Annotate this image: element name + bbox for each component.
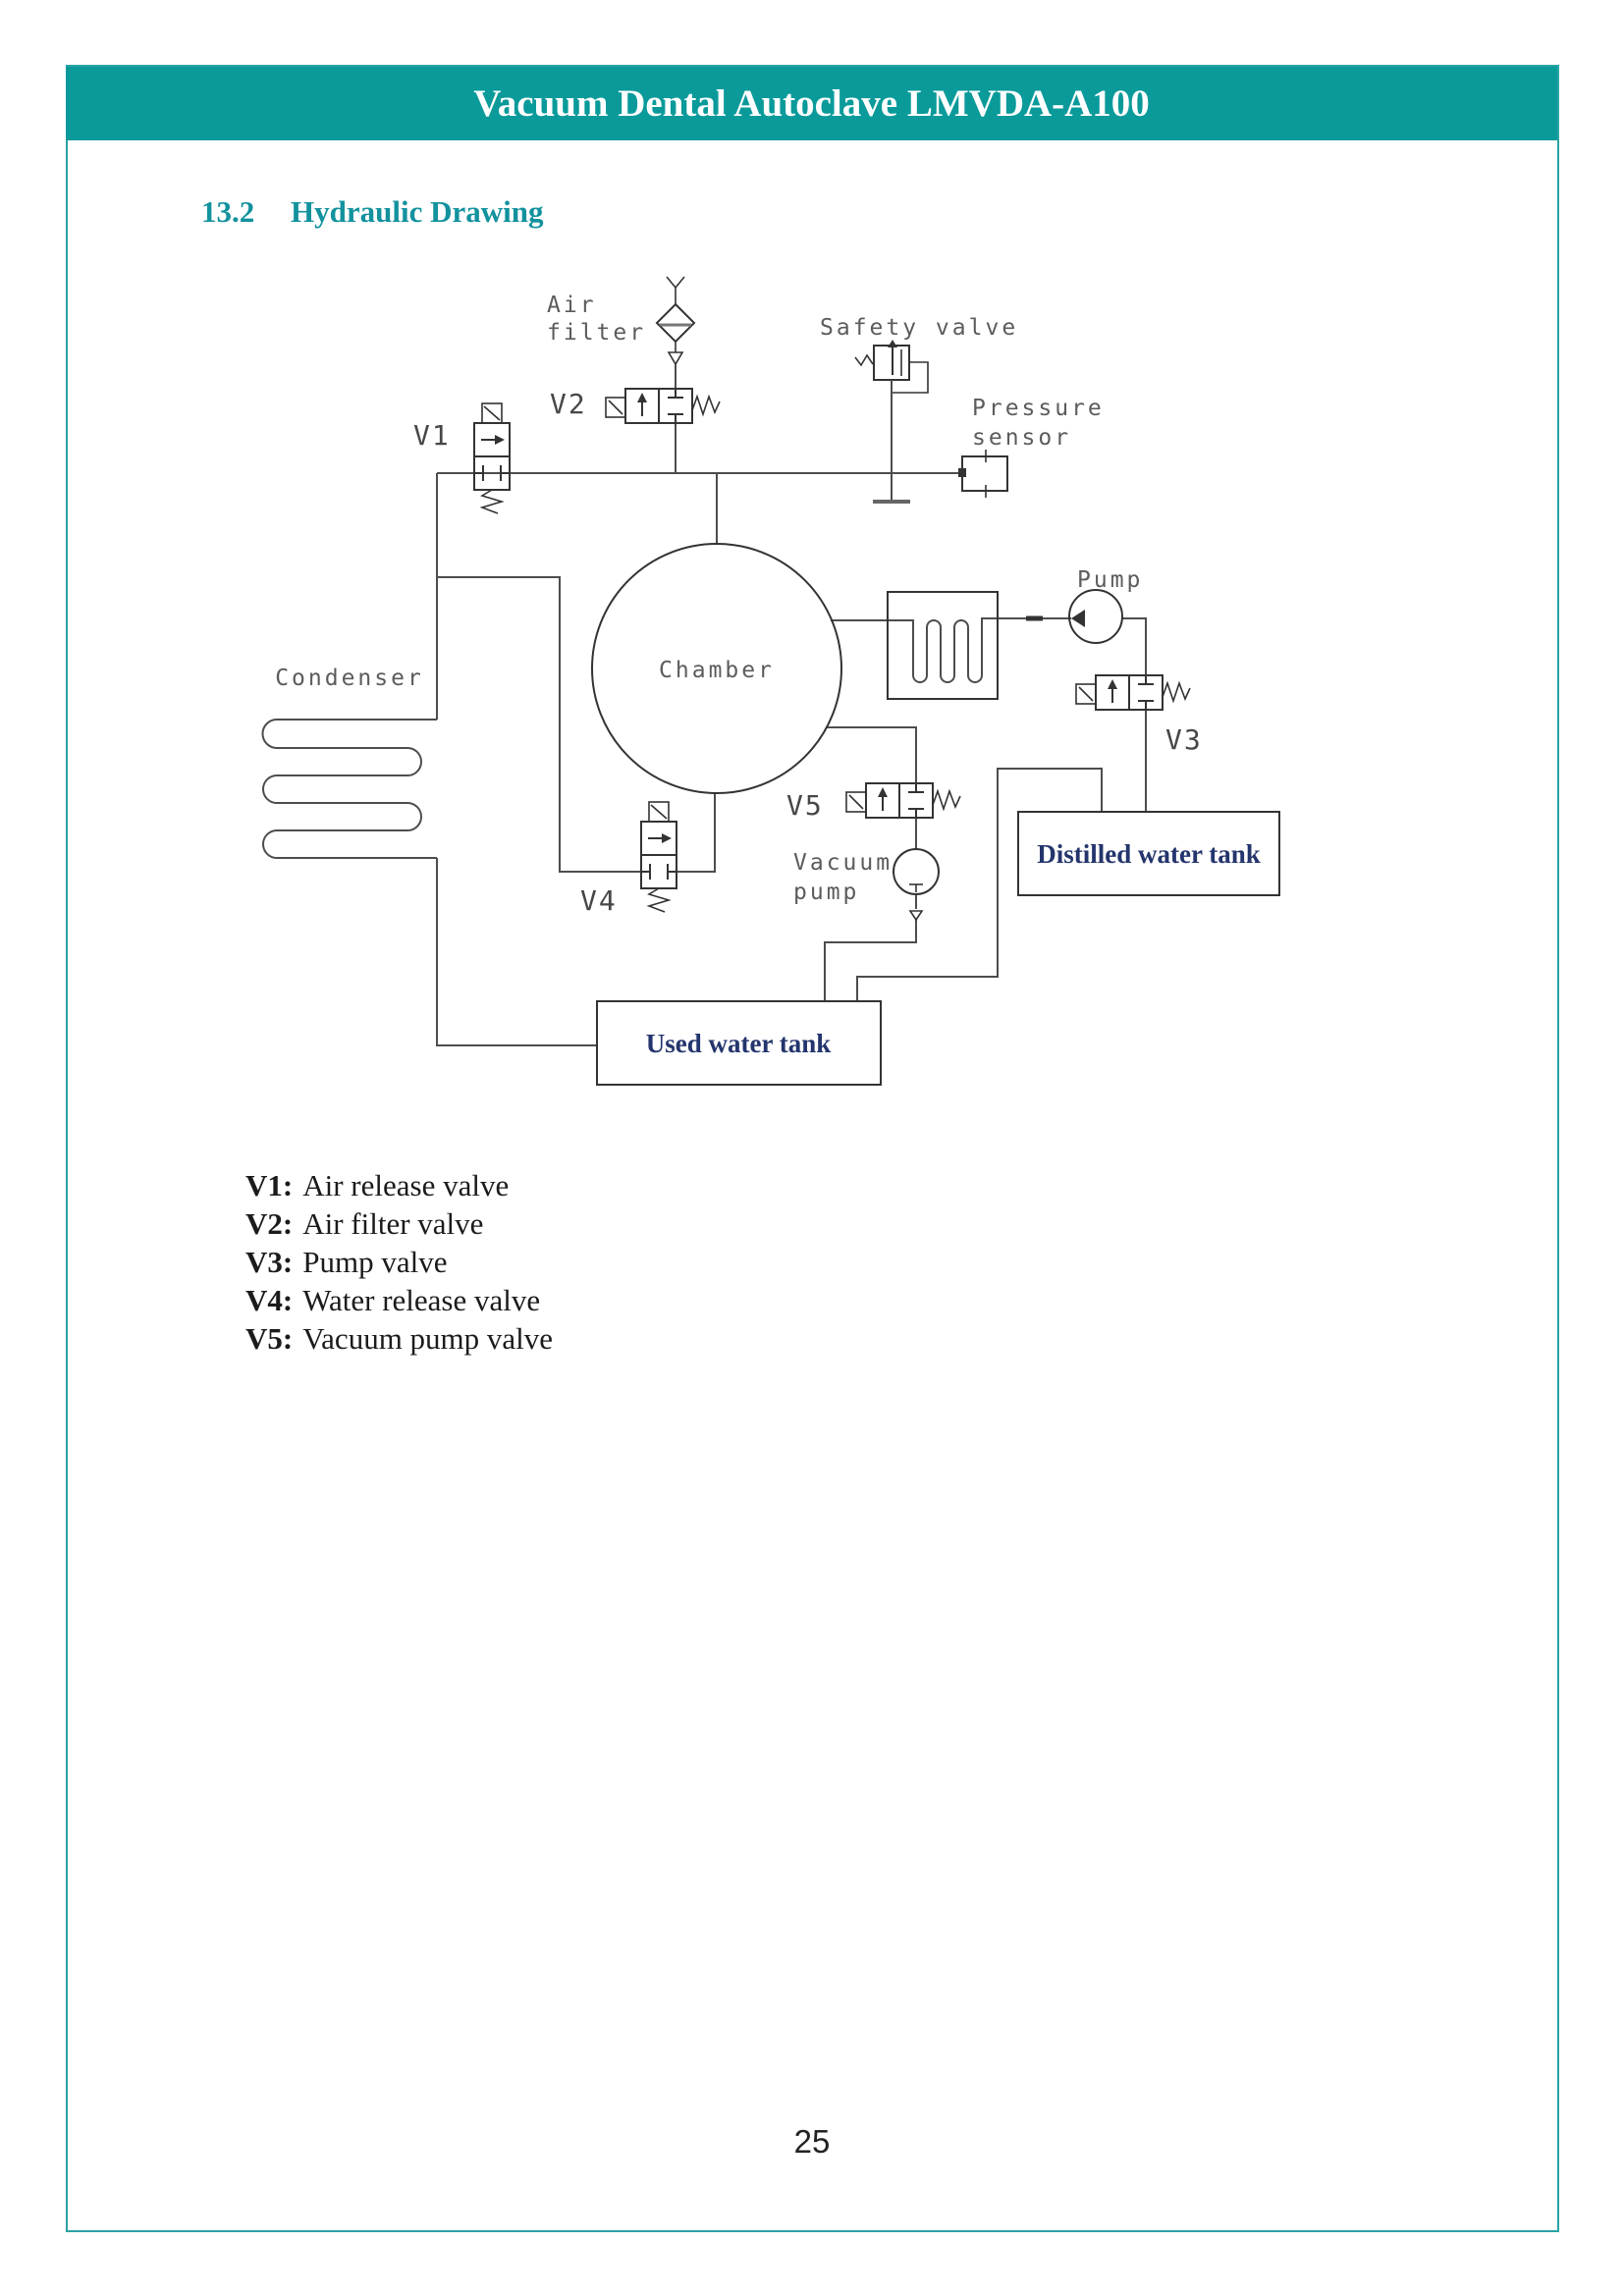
pump-symbol (1026, 589, 1123, 644)
chamber-vessel (591, 543, 842, 794)
used-water-tank-label: Used water tank (646, 1029, 832, 1058)
legend-key: V4: (245, 1283, 294, 1317)
vacuum-pump-label-line2: pump (793, 880, 859, 905)
used-water-tank (596, 1000, 882, 1086)
legend-desc: Air release valve (302, 1168, 510, 1202)
legend-key: V5: (245, 1321, 294, 1356)
legend-key: V3: (245, 1245, 294, 1279)
legend-key: V1: (245, 1168, 294, 1202)
v5-label: V5 (786, 789, 824, 822)
page-number: 25 (793, 2123, 831, 2160)
pump-label: Pump (1077, 567, 1143, 593)
section-heading: 13.2 Hydraulic Drawing (201, 194, 543, 230)
v3-label: V3 (1165, 723, 1203, 756)
safety-valve-symbol (854, 340, 929, 504)
pressure-sensor-symbol (958, 450, 1008, 498)
legend-key: V2: (245, 1206, 294, 1241)
distilled-water-tank-label: Distilled water tank (1037, 839, 1261, 869)
pressure-sensor-label-line1: Pressure (972, 396, 1105, 421)
chamber-label: Chamber (659, 658, 775, 683)
heat-exchanger (887, 591, 999, 700)
v1-label: V1 (413, 419, 451, 452)
legend-item-v2: V2:Air filter valve (245, 1204, 553, 1243)
legend-item-v4: V4:Water release valve (245, 1281, 553, 1319)
legend-desc: Pump valve (302, 1245, 448, 1279)
page-header: Vacuum Dental Autoclave LMVDA-A100 (66, 67, 1557, 140)
air-filter-label-line2: filter (547, 320, 646, 346)
legend-desc: Air filter valve (302, 1206, 484, 1241)
pipe-network (261, 423, 1147, 1046)
page-title: Vacuum Dental Autoclave LMVDA-A100 (473, 82, 1150, 125)
valve-v4 (640, 801, 677, 913)
v4-label: V4 (580, 884, 618, 917)
section-title: Hydraulic Drawing (291, 194, 544, 229)
page-border (66, 65, 1559, 2232)
condenser-label: Condenser (275, 666, 424, 691)
valve-v1 (473, 402, 511, 514)
distilled-water-tank (1017, 811, 1280, 896)
valve-v3 (1075, 674, 1191, 711)
valve-legend: V1:Air release valve V2:Air filter valve… (245, 1166, 553, 1358)
legend-item-v3: V3:Pump valve (245, 1243, 553, 1281)
legend-item-v5: V5:Vacuum pump valve (245, 1319, 553, 1358)
section-number: 13.2 (201, 194, 255, 229)
vacuum-pump-symbol (893, 848, 940, 922)
safety-valve-label: Safety valve (820, 315, 1018, 341)
legend-item-v1: V1:Air release valve (245, 1166, 553, 1204)
legend-desc: Water release valve (302, 1283, 541, 1317)
vacuum-pump-label-line1: Vacuum (793, 850, 893, 876)
air-filter-label-line1: Air (547, 293, 597, 318)
v2-label: V2 (550, 388, 587, 420)
pressure-sensor-label-line2: sensor (972, 425, 1071, 451)
legend-desc: Vacuum pump valve (302, 1321, 554, 1356)
valve-v2 (605, 388, 721, 424)
air-filter-symbol (655, 276, 696, 389)
valve-v5 (845, 782, 961, 819)
